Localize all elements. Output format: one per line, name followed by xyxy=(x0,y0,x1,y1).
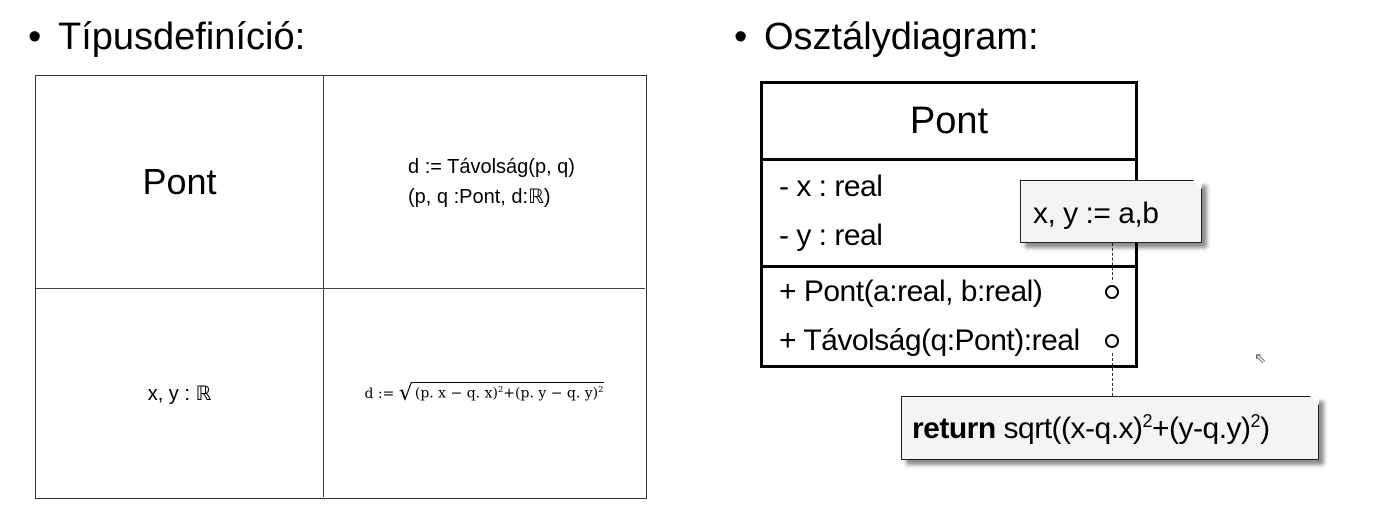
heading-type-definition: • Típusdefiníció: xyxy=(28,14,305,60)
type-definition-table: Pont d := Távolság(p, q) (p, q :Pont, d:… xyxy=(35,75,647,499)
uml-attribute-y: - y : real xyxy=(779,219,883,252)
note-connector-constructor xyxy=(1112,243,1113,280)
formula-term-b: (p. y − q. y) xyxy=(515,385,599,402)
bullet-icon: • xyxy=(28,16,42,58)
note-connector-distance xyxy=(1112,353,1113,396)
uml-operation-distance: + Távolság(q:Pont):real xyxy=(779,324,1080,357)
uml-operation-constructor: + Pont(a:real, b:real) xyxy=(779,275,1043,308)
uml-attributes-compartment: - x : real - y : real xyxy=(763,161,1135,268)
distance-port-icon xyxy=(1105,334,1119,348)
note-constructor-text: x, y := a,b xyxy=(1033,197,1159,230)
uml-attribute-x: - x : real xyxy=(779,170,883,203)
note-fold-icon xyxy=(1193,180,1202,189)
operation-cell: d := Távolság(p, q) (p, q :Pont, d:ℝ) xyxy=(324,76,645,289)
formula-radicand: (p. x − q. x)2+(p. y − q. y)2 xyxy=(412,381,605,402)
sqrt-icon: √ xyxy=(398,380,413,406)
implementation-cell: d := √(p. x − q. x)2+(p. y − q. y)2 xyxy=(324,289,645,497)
formula-exponent-b: 2 xyxy=(598,383,604,394)
note-distance-exp-b: 2 xyxy=(1250,411,1261,431)
note-keyword-return: return xyxy=(912,412,996,445)
uml-class-box: Pont - x : real - y : real + Pont(a:real… xyxy=(760,81,1138,368)
heading-class-diagram: • Osztálydiagram: xyxy=(734,14,1039,60)
uml-class-name: Pont xyxy=(763,84,1135,161)
operation-line-2: (p, q :Pont, d:ℝ) xyxy=(408,186,551,208)
type-name-cell: Pont xyxy=(36,76,324,289)
formula-prefix: d := xyxy=(364,385,399,402)
representation-attributes: x, y : ℝ xyxy=(147,382,212,405)
formula-plus: + xyxy=(503,385,516,402)
note-distance-text-a: sqrt((x-q.x) xyxy=(995,412,1143,445)
note-distance-exp-a: 2 xyxy=(1142,411,1153,431)
mouse-pointer-icon: ⇖ xyxy=(1254,350,1267,367)
note-distance: return sqrt((x-q.x)2+(y-q.y)2) xyxy=(901,396,1319,460)
representation-cell: x, y : ℝ xyxy=(36,289,324,497)
bullet-icon: • xyxy=(734,16,748,58)
operation-line-1: d := Távolság(p, q) xyxy=(408,156,575,178)
operation-signature: d := Távolság(p, q) (p, q :Pont, d:ℝ) xyxy=(394,152,575,212)
note-fold-icon xyxy=(1310,396,1319,405)
heading-type-definition-text: Típusdefiníció: xyxy=(58,16,306,58)
note-distance-text-c: ) xyxy=(1260,412,1270,445)
heading-class-diagram-text: Osztálydiagram: xyxy=(764,16,1039,58)
formula-exponent-a: 2 xyxy=(497,383,504,394)
note-constructor: x, y := a,b xyxy=(1020,180,1202,243)
constructor-port-icon xyxy=(1105,285,1119,299)
formula-term-a: (p. x − q. x) xyxy=(414,385,498,402)
uml-operations-compartment: + Pont(a:real, b:real) + Távolság(q:Pont… xyxy=(763,268,1135,368)
type-name: Pont xyxy=(142,161,217,202)
distance-formula: d := √(p. x − q. x)2+(p. y − q. y)2 xyxy=(365,381,605,406)
note-distance-text-b: +(y-q.y) xyxy=(1152,412,1251,445)
